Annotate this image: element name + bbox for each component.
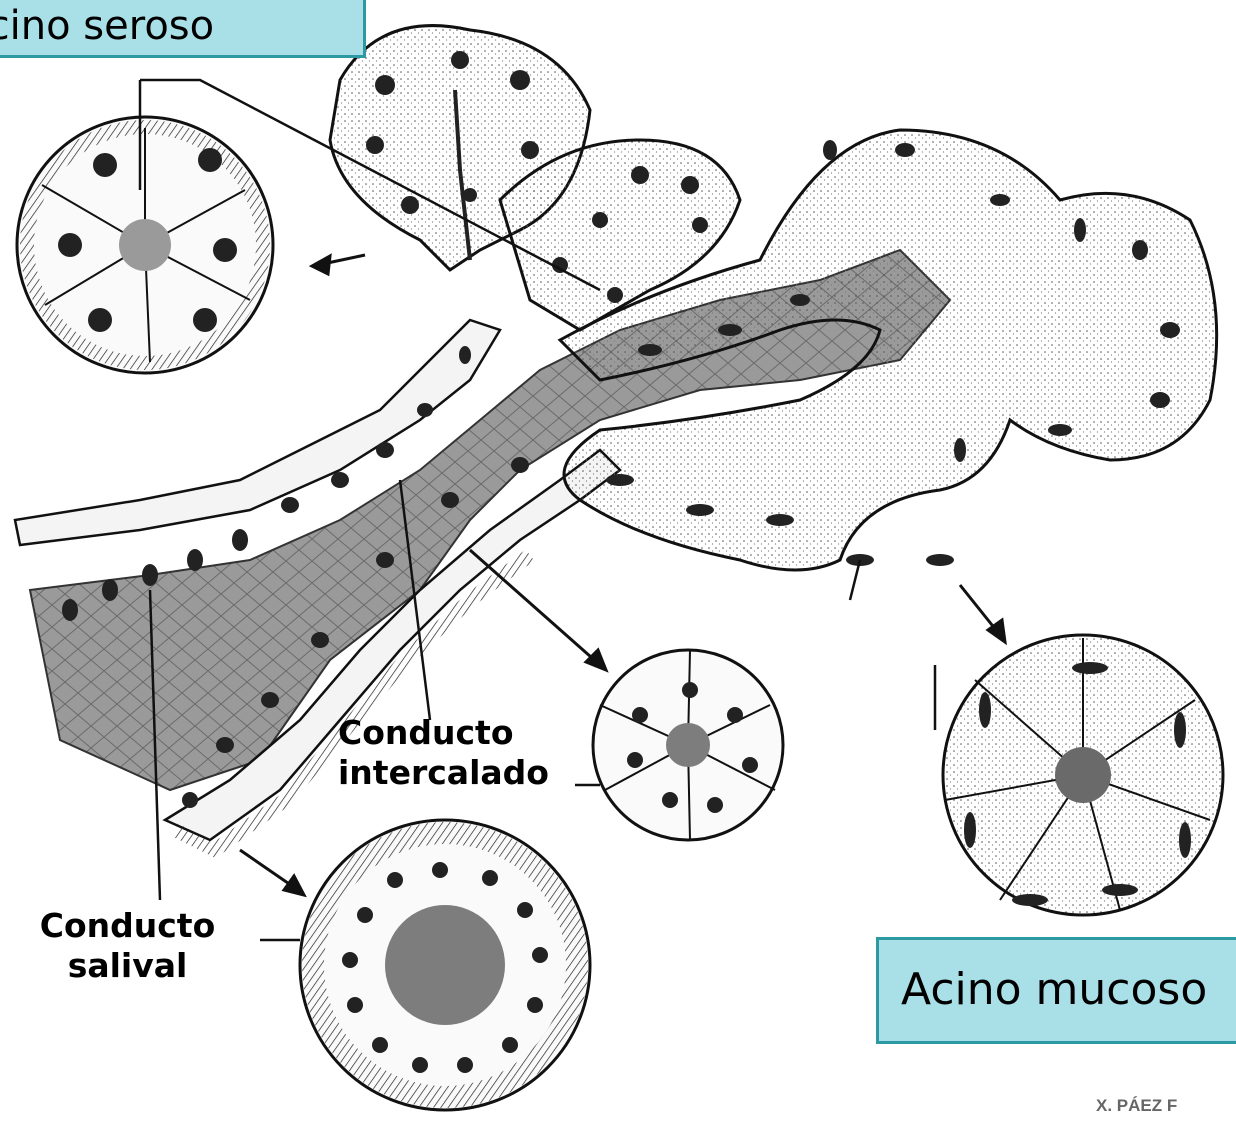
conducto-salival-line1: Conducto	[30, 906, 225, 946]
intercalated-duct-cross-section	[593, 650, 783, 840]
salival-duct-cross-section	[300, 820, 590, 1110]
acino-mucoso-label-box: Acino mucoso	[876, 937, 1236, 1044]
conducto-salival-label: Conducto salival	[30, 906, 225, 986]
serous-acinus-cross-section	[17, 117, 273, 373]
conducto-intercalado-line2: intercalado	[338, 753, 549, 793]
conducto-salival-line2: salival	[30, 946, 225, 986]
conducto-intercalado-label: Conducto intercalado	[338, 713, 549, 793]
acino-mucoso-label: Acino mucoso	[901, 964, 1207, 1015]
acino-seroso-label: Acino seroso	[0, 3, 214, 49]
acino-seroso-label-box: Acino seroso	[0, 0, 366, 58]
conducto-intercalado-line1: Conducto	[338, 713, 549, 753]
author-credit: X. PÁEZ F	[1096, 1096, 1177, 1116]
mucous-acinus-cross-section	[943, 635, 1223, 915]
